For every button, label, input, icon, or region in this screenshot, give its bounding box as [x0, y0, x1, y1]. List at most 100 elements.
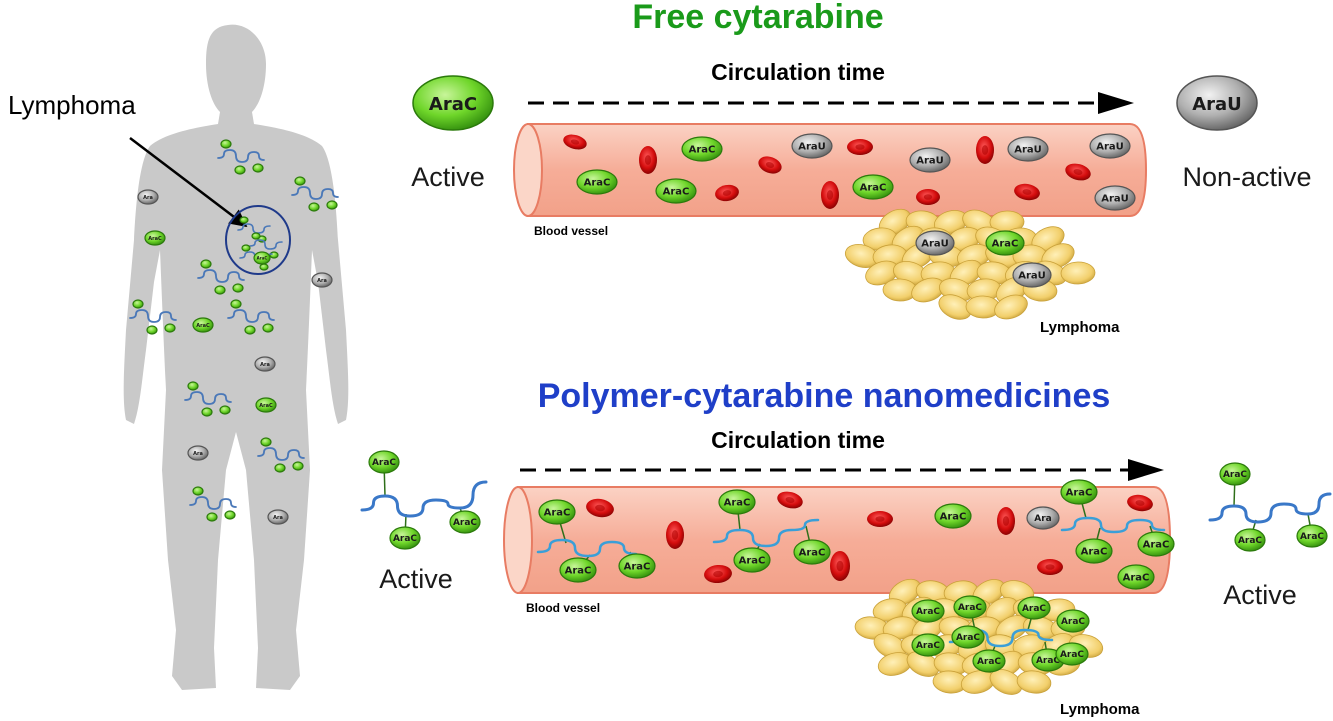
- body-drug-particle-text: AraC: [259, 403, 273, 409]
- lymphoma-arac: AraC: [1056, 609, 1090, 633]
- free-left-state: Active: [411, 162, 485, 192]
- body-lymphoma-label: Lymphoma: [8, 90, 136, 120]
- red-blood-cell: [563, 134, 587, 150]
- mini-polymer: [237, 223, 271, 234]
- right-conjugate-arac: AraC: [1296, 524, 1328, 548]
- mini-arac: [294, 176, 306, 186]
- lymphoma-conjugate-arac: AraC: [1017, 596, 1051, 620]
- gray-ara-in-vessel-text: Ara: [1034, 514, 1051, 524]
- free-drug-particle: AraU: [1007, 136, 1049, 162]
- mini-arac: [326, 200, 338, 210]
- mini-arac: [164, 323, 176, 333]
- lymphoma-conjugate: [249, 232, 283, 259]
- mini-arac: [224, 510, 236, 520]
- red-blood-cell: [997, 507, 1015, 535]
- body-polymer-conjugate: [189, 486, 237, 522]
- body-drug-particle-text: Ara: [317, 278, 327, 284]
- vessel-conjugate-arac: AraC: [559, 557, 597, 583]
- body-polymer-conjugate: [197, 259, 245, 295]
- body-polymer-conjugate: [217, 139, 265, 175]
- free-drug-particle-text: AraC: [663, 187, 690, 198]
- body-drug-particle: Ara: [311, 272, 333, 288]
- mini-arac: [232, 283, 244, 293]
- right-conjugate-arac: AraC: [1219, 462, 1251, 486]
- left-conjugate-chain: [360, 480, 488, 518]
- vessel-conjugate-arac: AraC: [1137, 531, 1175, 557]
- mini-arac: [192, 486, 204, 496]
- free-drug-particle-text: AraU: [798, 142, 826, 153]
- free-drug-particle-text: AraC: [860, 183, 887, 194]
- lymphoma-cell: [994, 294, 1028, 320]
- vessel-conjugate-arac-text: AraC: [544, 508, 571, 519]
- mini-arac: [219, 405, 231, 415]
- body-drug-particle-text: Ara: [260, 362, 270, 368]
- vessel-conjugate-arac-text: AraC: [724, 498, 751, 509]
- free-drug-particle-text: AraU: [1096, 142, 1124, 153]
- mini-polymer: [291, 186, 339, 200]
- mini-arac: [292, 461, 304, 471]
- mini-arac: [260, 437, 272, 447]
- free-drug-particle-text: AraC: [689, 145, 716, 156]
- free-cytarabine-title: Free cytarabine: [632, 0, 883, 36]
- vessel-conjugate-chain: [712, 518, 820, 548]
- poly-vessel-label: Blood vessel: [526, 601, 600, 615]
- mini-arac: [187, 381, 199, 391]
- free-arrow-head: [1098, 92, 1134, 114]
- body-polymer-conjugate: [291, 176, 339, 212]
- free-vessel-label: Blood vessel: [534, 224, 608, 238]
- free-drug-particle: AraU: [1094, 185, 1136, 211]
- vessel-conjugate-arac-text: AraC: [739, 556, 766, 567]
- body-drug-particle-text: Ara: [143, 195, 153, 201]
- free-drug-particle-text: AraU: [916, 156, 944, 167]
- red-blood-cell: [639, 146, 657, 174]
- red-blood-cell: [821, 181, 839, 209]
- mini-arac: [201, 407, 213, 417]
- red-blood-cell: [847, 139, 873, 155]
- left-conjugate-arac-text: AraC: [372, 458, 396, 468]
- vessel-conjugate: AraC AraC AraC: [536, 499, 656, 583]
- free-drug-particle: AraC: [852, 174, 894, 200]
- vessel-conjugate-arac-text: AraC: [1066, 488, 1093, 499]
- free-arac-in-vessel: AraC: [934, 503, 972, 529]
- lymphoma-arac-text: AraC: [916, 641, 940, 651]
- body-drug-particle: AraC: [255, 397, 277, 413]
- free-drug-particle-text: AraU: [1014, 145, 1042, 156]
- vessel-conjugate-arac: AraC: [733, 547, 771, 573]
- red-blood-cell: [916, 189, 940, 205]
- body-drug-particle: AraC: [144, 230, 166, 246]
- free-lymphoma-drug-text: AraC: [992, 239, 1019, 250]
- body-polymer-conjugate: [227, 299, 275, 335]
- poly-left-state: Active: [379, 564, 453, 594]
- vessel-conjugate-arac: AraC: [793, 539, 831, 565]
- red-blood-cell: [976, 136, 994, 164]
- lymphoma-arac: AraC: [1055, 642, 1089, 666]
- vessel-conjugate-arac-text: AraC: [1143, 540, 1170, 551]
- mini-arac: [214, 285, 226, 295]
- body-drug-particle: AraC: [192, 317, 214, 333]
- body-polymer-conjugate: [257, 437, 305, 473]
- free-lymphoma-drug-text: AraU: [1018, 271, 1046, 282]
- red-blood-cell: [704, 564, 732, 584]
- free-lymphoma-drug: AraC: [985, 230, 1025, 256]
- mini-polymer: [197, 269, 245, 283]
- mini-polymer: [227, 309, 275, 323]
- free-circulation-label: Circulation time: [711, 59, 885, 85]
- free-left-arac-pill: AraC: [412, 75, 494, 131]
- mini-arac: [274, 463, 286, 473]
- free-lymphoma-label: Lymphoma: [1040, 319, 1120, 336]
- vessel-conjugate-arac: AraC: [618, 553, 656, 579]
- body-polymer-conjugate: [184, 381, 232, 417]
- vessel-conjugate-chain: [1060, 516, 1166, 534]
- right-conjugate-arac-text: AraC: [1223, 470, 1247, 480]
- lymphoma-conjugate-arac-text: AraC: [1022, 604, 1046, 614]
- mini-arac: [241, 244, 251, 252]
- red-blood-cell: [758, 156, 782, 174]
- mini-arac: [262, 323, 274, 333]
- vessel-conjugate-arac-text: AraC: [1081, 547, 1108, 558]
- red-blood-cell: [777, 491, 803, 509]
- mini-arac: [308, 202, 320, 212]
- human-body-silhouette: [123, 24, 349, 690]
